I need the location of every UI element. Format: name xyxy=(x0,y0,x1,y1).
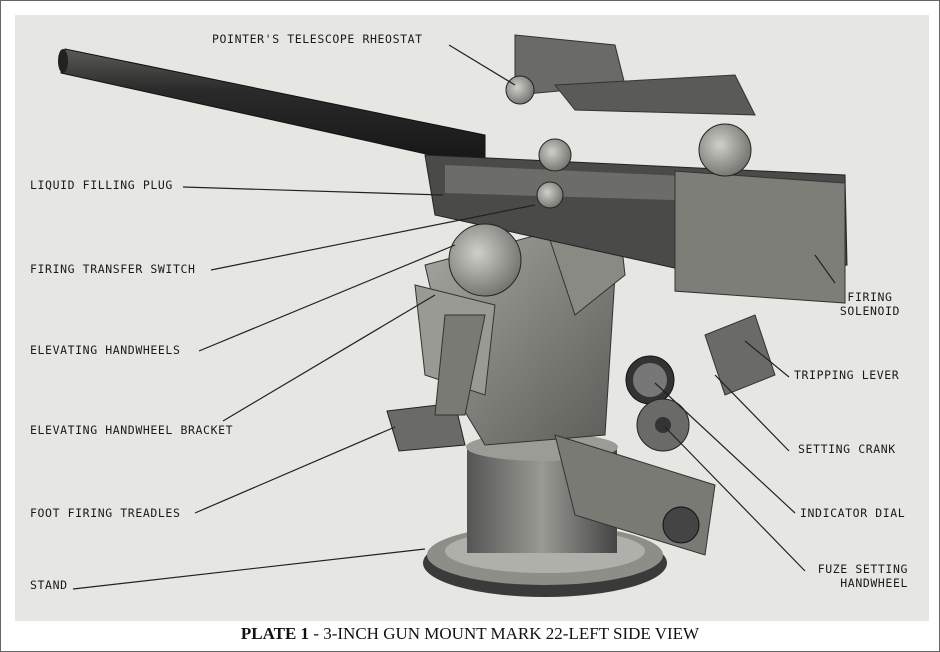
slide-shape xyxy=(424,154,848,304)
leader-lines xyxy=(72,44,836,590)
label-foot-firing-treadles: FOOT FIRING TREADLES xyxy=(30,506,181,520)
leader-fuze-handwheel xyxy=(664,426,806,572)
label-fuze-setting-line2: HANDWHEEL xyxy=(840,576,908,590)
label-tripping-lever: TRIPPING LEVER xyxy=(794,368,900,382)
treadles-shape xyxy=(386,284,496,452)
leader-indicator-dial xyxy=(654,382,796,514)
leader-solenoid xyxy=(814,254,836,284)
leader-elevating-handwheels xyxy=(198,244,456,352)
leader-stand xyxy=(72,548,426,590)
telescope-bracket-shape xyxy=(505,34,756,116)
leader-setting-crank xyxy=(714,374,790,452)
label-pointers-telescope-rheostat: POINTER'S TELESCOPE RHEOSTAT xyxy=(212,32,423,46)
leader-transfer-switch xyxy=(210,204,536,271)
plate-caption: PLATE 1 - 3-INCH GUN MOUNT MARK 22-LEFT … xyxy=(0,624,940,644)
caption-plate-number: PLATE 1 xyxy=(240,624,310,643)
leader-rheostat xyxy=(448,44,516,86)
plate-illustration xyxy=(15,15,929,621)
label-setting-crank: SETTING CRANK xyxy=(798,442,896,456)
leader-treadles xyxy=(194,426,396,514)
leader-tripping-lever xyxy=(744,340,790,378)
label-fuze-setting-handwheel: FUZE SETTING HANDWHEEL xyxy=(796,562,908,590)
label-fuze-setting-line1: FUZE SETTING xyxy=(817,562,908,576)
label-firing-solenoid: FIRING SOLENOID xyxy=(830,290,910,318)
label-firing-transfer-switch: FIRING TRANSFER SWITCH xyxy=(30,262,196,276)
leader-handwheel-bracket xyxy=(222,294,436,422)
fuze-setter-shape xyxy=(554,314,776,556)
label-elevating-handwheel-bracket: ELEVATING HANDWHEEL BRACKET xyxy=(30,423,234,437)
dials-shape xyxy=(448,123,752,452)
stand-shape xyxy=(423,433,667,597)
label-firing-solenoid-line2: SOLENOID xyxy=(839,304,901,318)
label-indicator-dial: INDICATOR DIAL xyxy=(800,506,906,520)
leader-filling-plug xyxy=(182,186,444,196)
label-stand: STAND xyxy=(30,578,68,592)
barrel-shape xyxy=(58,48,486,168)
gun-mount-drawing xyxy=(58,34,848,597)
label-firing-solenoid-line1: FIRING xyxy=(847,290,893,304)
caption-title: - 3-INCH GUN MOUNT MARK 22-LEFT SIDE VIE… xyxy=(309,624,700,643)
label-elevating-handwheels: ELEVATING HANDWHEELS xyxy=(30,343,181,357)
label-liquid-filling-plug: LIQUID FILLING PLUG xyxy=(30,178,173,192)
